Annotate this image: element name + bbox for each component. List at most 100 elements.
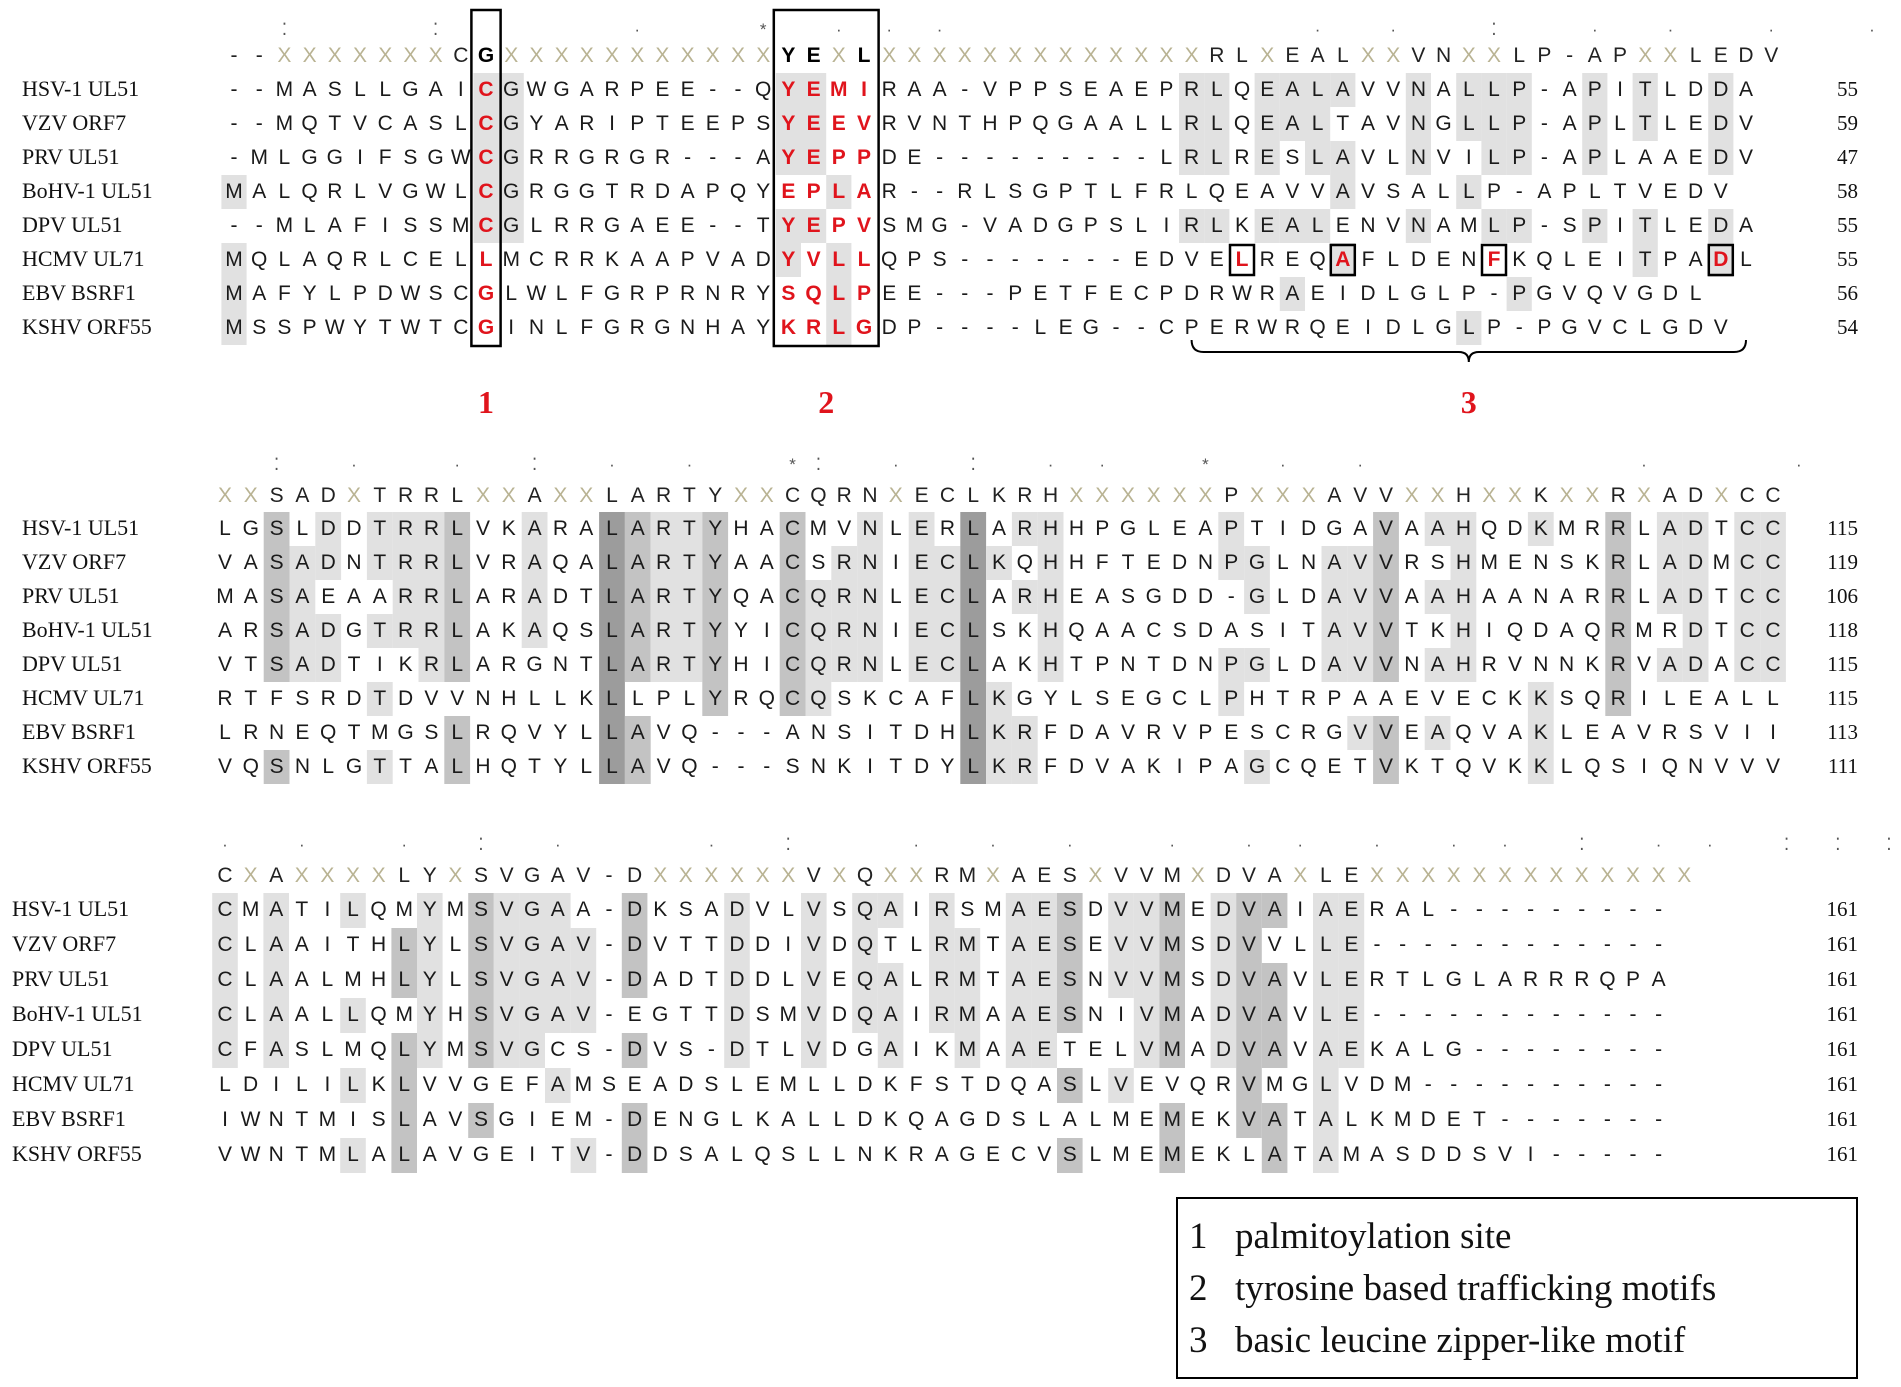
alignment-residue: M — [1266, 1073, 1284, 1096]
alignment-residue: T — [244, 687, 257, 710]
consensus-residue: X — [476, 484, 490, 507]
alignment-residue: D — [985, 1108, 1000, 1131]
alignment-residue: A — [1611, 721, 1625, 744]
alignment-residue: R — [604, 78, 619, 101]
alignment-residue: F — [941, 687, 954, 710]
alignment-residue: A — [1563, 146, 1577, 169]
alignment-residue: M — [344, 968, 362, 991]
species-label: KSHV ORF55 — [12, 1141, 142, 1166]
consensus-residue: X — [1405, 484, 1419, 507]
alignment-residue: M — [395, 1003, 413, 1026]
alignment-residue: M — [319, 1108, 337, 1131]
alignment-residue: Q — [1068, 619, 1084, 642]
alignment-residue: - — [1578, 1073, 1585, 1096]
alignment-residue: V — [1379, 755, 1393, 778]
alignment-residue: S — [270, 619, 284, 642]
residue-count: 118 — [1827, 618, 1858, 642]
shade-cell — [1305, 141, 1331, 175]
shade-cell — [986, 546, 1012, 580]
consensus-residue: X — [1191, 864, 1205, 887]
alignment-residue: N — [1533, 653, 1548, 676]
consensus-residue: X — [1575, 864, 1589, 887]
alignment-residue: K — [1431, 619, 1445, 642]
alignment-residue: L — [1561, 721, 1573, 744]
alignment-residue: L — [1387, 282, 1399, 305]
conservation-mark: · — [1656, 835, 1662, 854]
shade-cell — [473, 73, 499, 107]
alignment-residue: V — [1242, 1073, 1256, 1096]
alignment-residue: S — [1560, 687, 1574, 710]
shade-cell — [775, 209, 801, 243]
alignment-residue: P — [907, 316, 921, 339]
alignment-residue: I — [609, 112, 615, 135]
alignment-residue: P — [731, 112, 745, 135]
alignment-residue: R — [501, 585, 516, 608]
consensus-residue: C — [1740, 484, 1755, 507]
alignment-residue: A — [1482, 585, 1496, 608]
alignment-residue: C — [785, 551, 800, 574]
alignment-residue: G — [503, 214, 519, 237]
alignment-residue: G — [243, 517, 259, 540]
alignment-residue: - — [1399, 933, 1406, 956]
alignment-residue: - — [735, 78, 742, 101]
shade-cell — [468, 1033, 494, 1068]
alignment-residue: P — [1198, 755, 1212, 778]
shade-cell — [857, 546, 883, 580]
alignment-residue: L — [1463, 112, 1475, 135]
alignment-residue: S — [270, 653, 284, 676]
alignment-residue: E — [1140, 1108, 1154, 1131]
alignment-residue: - — [987, 316, 994, 339]
shade-cell — [1450, 546, 1477, 580]
alignment-residue: K — [992, 687, 1006, 710]
alignment-residue: - — [1450, 898, 1457, 921]
alignment-residue: L — [967, 653, 979, 676]
alignment-residue: L — [451, 517, 463, 540]
alignment-residue: L — [1236, 248, 1249, 271]
alignment-residue: E — [706, 112, 720, 135]
residue-count: 115 — [1827, 516, 1858, 540]
alignment-residue: P — [1033, 78, 1047, 101]
alignment-residue: H — [733, 653, 748, 676]
alignment-residue: T — [1354, 755, 1367, 778]
alignment-residue: S — [1063, 898, 1077, 921]
alignment-residue: L — [1110, 180, 1122, 203]
shade-cell — [340, 1138, 366, 1173]
alignment-residue: R — [1146, 721, 1161, 744]
alignment-residue: M — [319, 1143, 337, 1166]
alignment-residue: S — [429, 214, 443, 237]
alignment-residue: L — [1035, 316, 1047, 339]
shade-cell — [1734, 512, 1761, 546]
alignment-residue: S — [270, 585, 284, 608]
alignment-residue: A — [1012, 1003, 1026, 1026]
consensus-residue: X — [679, 864, 693, 887]
alignment-residue: Q — [857, 968, 873, 991]
alignment-residue: I — [1177, 755, 1183, 778]
alignment-residue: A — [1084, 112, 1098, 135]
alignment-residue: A — [1285, 214, 1299, 237]
shade-cell — [1506, 73, 1532, 107]
alignment-residue: - — [1012, 146, 1019, 169]
alignment-residue: D — [243, 1073, 258, 1096]
shade-cell — [1481, 73, 1507, 107]
alignment-residue: V — [1379, 653, 1393, 676]
alignment-residue: V — [1714, 721, 1728, 744]
alignment-residue: C — [1765, 653, 1780, 676]
shade-cell — [1159, 1033, 1185, 1068]
alignment-residue: R — [1159, 180, 1174, 203]
consensus-residue: - — [231, 44, 238, 67]
alignment-residue: R — [217, 687, 232, 710]
shade-cell — [877, 963, 904, 998]
alignment-residue: K — [1585, 551, 1599, 574]
consensus-residue: X — [353, 44, 367, 67]
shade-cell — [493, 928, 520, 963]
consensus-residue: R — [398, 484, 413, 507]
alignment-residue: N — [553, 653, 568, 676]
alignment-residue: S — [679, 898, 693, 921]
alignment-residue: I — [867, 755, 873, 778]
alignment-residue: - — [1604, 933, 1611, 956]
shade-cell — [519, 963, 545, 998]
shade-cell — [1204, 209, 1230, 243]
alignment-residue: E — [1260, 78, 1274, 101]
alignment-residue: V — [1293, 1003, 1307, 1026]
alignment-residue: L — [808, 1108, 820, 1131]
